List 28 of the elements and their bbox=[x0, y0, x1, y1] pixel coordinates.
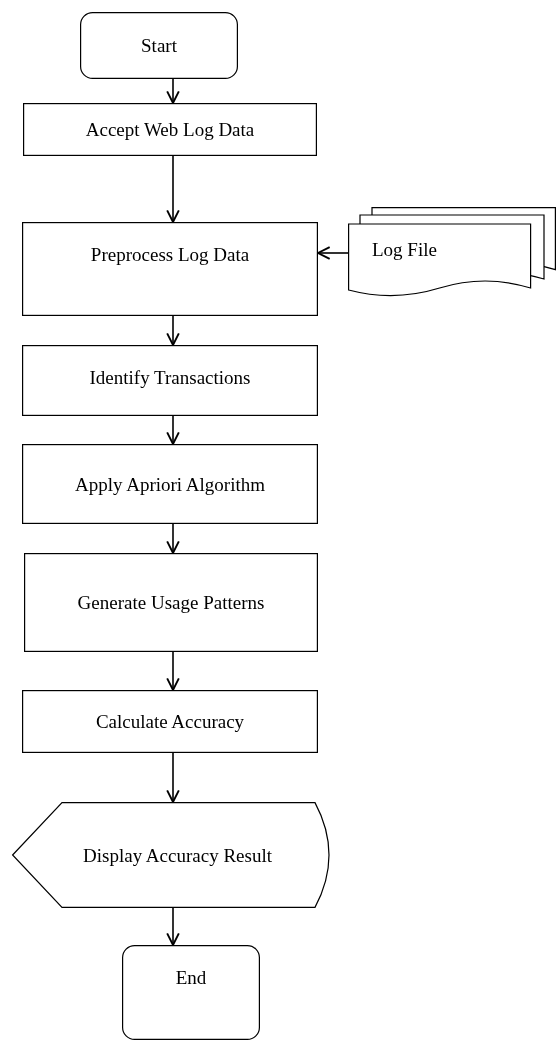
process-box bbox=[22, 222, 318, 316]
arrow bbox=[166, 752, 180, 803]
process-box bbox=[24, 553, 318, 652]
node-label: Calculate Accuracy bbox=[95, 710, 245, 734]
process-box bbox=[22, 690, 318, 753]
node-label: Apply Apriori Algorithm bbox=[75, 472, 265, 497]
arrow bbox=[317, 246, 349, 260]
node-label: End bbox=[175, 966, 207, 990]
process-box bbox=[22, 444, 318, 524]
multi-document-shape bbox=[348, 207, 556, 297]
start-terminal bbox=[80, 12, 238, 79]
node-label: Generate Usage Patterns bbox=[77, 591, 265, 615]
arrow bbox=[166, 315, 180, 346]
arrow bbox=[166, 78, 180, 104]
node-label: Start bbox=[141, 34, 177, 58]
process-box bbox=[23, 103, 317, 156]
node-label: Log File bbox=[372, 238, 437, 262]
arrow bbox=[166, 415, 180, 445]
arrow bbox=[166, 523, 180, 554]
node-label: Display Accuracy Result bbox=[83, 843, 272, 868]
node-label: Preprocess Log Data bbox=[90, 243, 250, 267]
arrow bbox=[166, 907, 180, 946]
arrow bbox=[166, 155, 180, 223]
node-label: Identify Transactions bbox=[89, 366, 251, 390]
node-label: Accept Web Log Data bbox=[85, 118, 255, 142]
end-terminal bbox=[122, 945, 260, 1040]
arrow bbox=[166, 651, 180, 691]
process-box bbox=[22, 345, 318, 416]
